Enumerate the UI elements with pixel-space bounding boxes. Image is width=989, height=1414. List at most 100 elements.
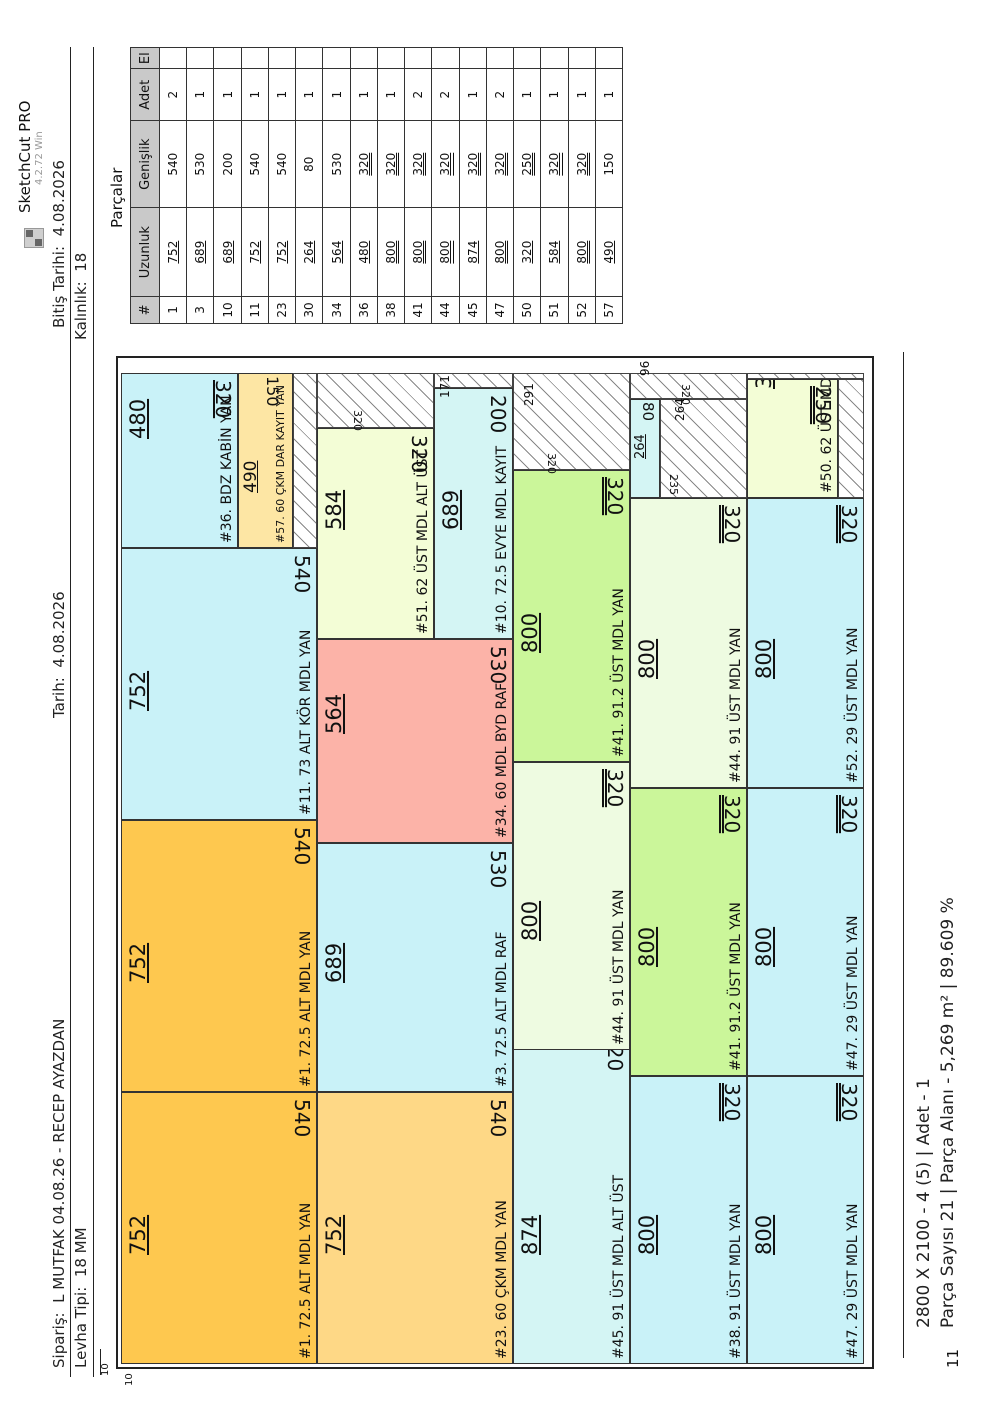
part-length: 490 (241, 460, 261, 493)
parts-cell (486, 47, 514, 69)
parts-cell: 800 (486, 207, 514, 297)
part-label: #41. 91.2 ÜST MDL YAN (611, 588, 627, 757)
part-width: 540 (290, 827, 314, 866)
date-field: Tarih: 4.08.2026 (50, 591, 68, 718)
cut-part[interactable]: #50. 62 ÜST MDL YAN320250 (747, 379, 838, 498)
footer-line-1: 2800 X 2100 - 4 (5) | Adet - 1 (914, 1078, 934, 1328)
part-width: 320 (211, 380, 235, 419)
part-width: 80 (639, 402, 657, 422)
thickness-field: Kalınlık: 18 (72, 253, 90, 340)
parts-cell (431, 47, 460, 69)
parts-cell: 564 (322, 207, 351, 297)
parts-cell: 689 (213, 207, 242, 297)
part-length: 800 (635, 926, 659, 967)
parts-cell: 689 (186, 207, 214, 297)
offcut-dimension: 96 (638, 360, 652, 376)
thickness-label: Kalınlık: (72, 281, 90, 340)
parts-cell: 1 (159, 296, 187, 324)
parts-cell: 540 (268, 120, 296, 208)
parts-cell: 2 (431, 68, 460, 121)
parts-cell: 80 (295, 120, 323, 208)
parts-cell (186, 47, 214, 69)
parts-cell (459, 47, 487, 69)
offcut-area (293, 373, 317, 548)
parts-cell: 320 (568, 120, 596, 208)
part-width: 540 (486, 1099, 510, 1138)
parts-table-title: Parçalar (108, 167, 126, 228)
date-value: 4.08.2026 (50, 591, 68, 668)
parts-cell: 752 (159, 207, 187, 297)
footer-divider (903, 352, 904, 1358)
parts-cell: 540 (241, 120, 269, 208)
part-label: #51. 62 ÜST MDL ALT ÜST (415, 449, 431, 634)
parts-cell: 1 (350, 68, 378, 121)
offcut-area (747, 373, 864, 379)
parts-cell: 3 (186, 296, 214, 324)
part-length: 752 (126, 670, 150, 711)
date-label: Tarih: (50, 677, 68, 718)
footer-line-2: Parça Sayısı 21 | Parça Alanı - 5,269 m²… (938, 897, 958, 1328)
part-label: #23. 60 ÇKM MDL YAN (494, 1200, 510, 1359)
parts-cell: 540 (159, 120, 187, 208)
offcut-dimension: 235 (667, 474, 680, 495)
offcut-area (630, 373, 747, 399)
parts-cell: 320 (350, 120, 378, 208)
part-length: 752 (126, 1214, 150, 1255)
part-label: #45. 91 ÜST MDL ALT ÜST (611, 1174, 627, 1359)
parts-cell (540, 47, 569, 69)
parts-cell: 52 (568, 296, 596, 324)
part-label: #44. 91 ÜST MDL YAN (611, 889, 627, 1045)
parts-col-header: Adet (130, 68, 160, 121)
parts-cell: 320 (377, 120, 405, 208)
parts-cell: 1 (268, 68, 296, 121)
offcut-area (838, 379, 864, 498)
part-label: #47. 29 ÜST MDL YAN (845, 1203, 861, 1359)
part-width: 320 (603, 477, 627, 516)
order-value: L MUTFAK 04.08.26 - RECEP AYAZDAN (50, 1018, 68, 1303)
sheet-type-field: Levha Tipi: 18 MM (72, 1227, 90, 1368)
parts-cell: 320 (431, 120, 460, 208)
part-length: 752 (126, 942, 150, 983)
parts-cell: 50 (513, 296, 541, 324)
parts-cell (595, 47, 623, 69)
parts-cell: 800 (431, 207, 460, 297)
part-label: #52. 29 ÜST MDL YAN (845, 627, 861, 783)
part-width: 320 (720, 505, 744, 544)
parts-cell: 752 (241, 207, 269, 297)
part-label: #57. 60 ÇKM DAR KAYIT YAN (274, 384, 287, 543)
part-length: 800 (752, 926, 776, 967)
parts-cell: 200 (213, 120, 242, 208)
parts-cell: 480 (350, 207, 378, 297)
part-width: 540 (290, 555, 314, 594)
parts-cell (513, 47, 541, 69)
